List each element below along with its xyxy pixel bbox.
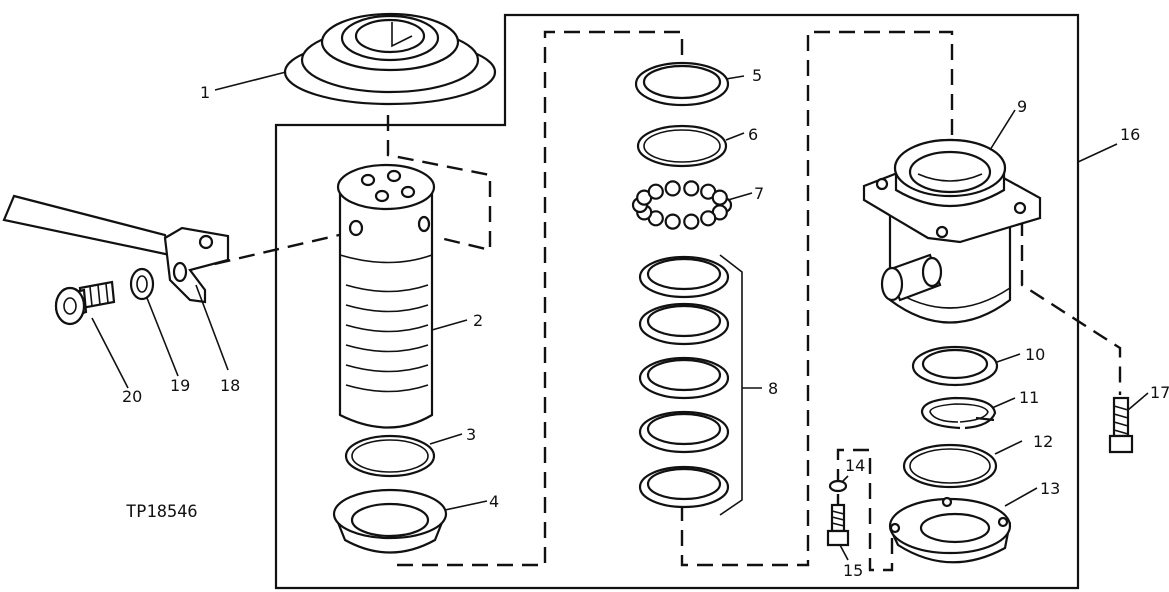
stack-ring (646, 358, 722, 392)
stack-ring (646, 467, 722, 501)
callout-3: 3 (466, 425, 476, 444)
callout-19: 19 (170, 376, 190, 395)
callout-labels: 1 2 3 4 5 6 7 8 9 10 11 12 13 14 15 16 1… (122, 66, 1169, 580)
callout-18: 18 (220, 376, 240, 395)
part-9-housing (862, 138, 1042, 324)
callout-15: 15 (843, 561, 863, 580)
part-13-flange (888, 496, 1012, 564)
part-2-spindle (336, 163, 436, 429)
callout-17: 17 (1150, 383, 1169, 402)
callout-1: 1 (200, 83, 210, 102)
part-4-seal (332, 488, 448, 554)
part-8-ring-stack (638, 255, 730, 509)
bracket-8 (719, 254, 743, 516)
leader-lines (91, 71, 1149, 561)
part-3-o-ring (344, 434, 436, 478)
stack-ring (646, 257, 722, 291)
part-11-snap-ring (920, 396, 997, 430)
part-10-seal (911, 345, 999, 387)
callout-20: 20 (122, 387, 142, 406)
part-7-ball-bearings (631, 180, 733, 230)
callout-16: 16 (1120, 125, 1140, 144)
callout-2: 2 (473, 311, 483, 330)
bearing-ball (700, 210, 717, 227)
assembly-dashed-lines (209, 30, 1122, 572)
part-18-lever (2, 194, 230, 304)
callout-6: 6 (748, 125, 758, 144)
part-17-bolt (1108, 396, 1134, 454)
part-19-washer (129, 267, 155, 301)
callout-12: 12 (1033, 432, 1053, 451)
callout-11: 11 (1019, 388, 1039, 407)
bearing-ball (647, 183, 664, 200)
stack-ring (646, 412, 722, 446)
part-20-cap-screw (54, 280, 116, 326)
part-12-o-ring (902, 443, 998, 489)
part-14-washer (828, 479, 848, 493)
stack-ring (646, 304, 722, 338)
part-5-seal-ring (634, 61, 730, 107)
callout-14: 14 (845, 456, 865, 475)
part-1-cover (283, 12, 497, 106)
callout-8: 8 (768, 379, 778, 398)
callout-5: 5 (752, 66, 762, 85)
assembly-outline (274, 13, 1080, 590)
bearing-ball (711, 189, 728, 206)
callout-9: 9 (1017, 97, 1027, 116)
callout-13: 13 (1040, 479, 1060, 498)
bearing-ball (683, 213, 700, 230)
part-15-bolt (826, 503, 850, 547)
callout-10: 10 (1025, 345, 1045, 364)
bearing-ball (683, 180, 700, 197)
callout-4: 4 (489, 492, 499, 511)
part-6-ring (636, 124, 728, 168)
bearing-ball (664, 180, 681, 197)
callout-7: 7 (754, 184, 764, 203)
figure-reference-code: TP18546 (126, 502, 198, 522)
bearing-ball (664, 213, 681, 230)
